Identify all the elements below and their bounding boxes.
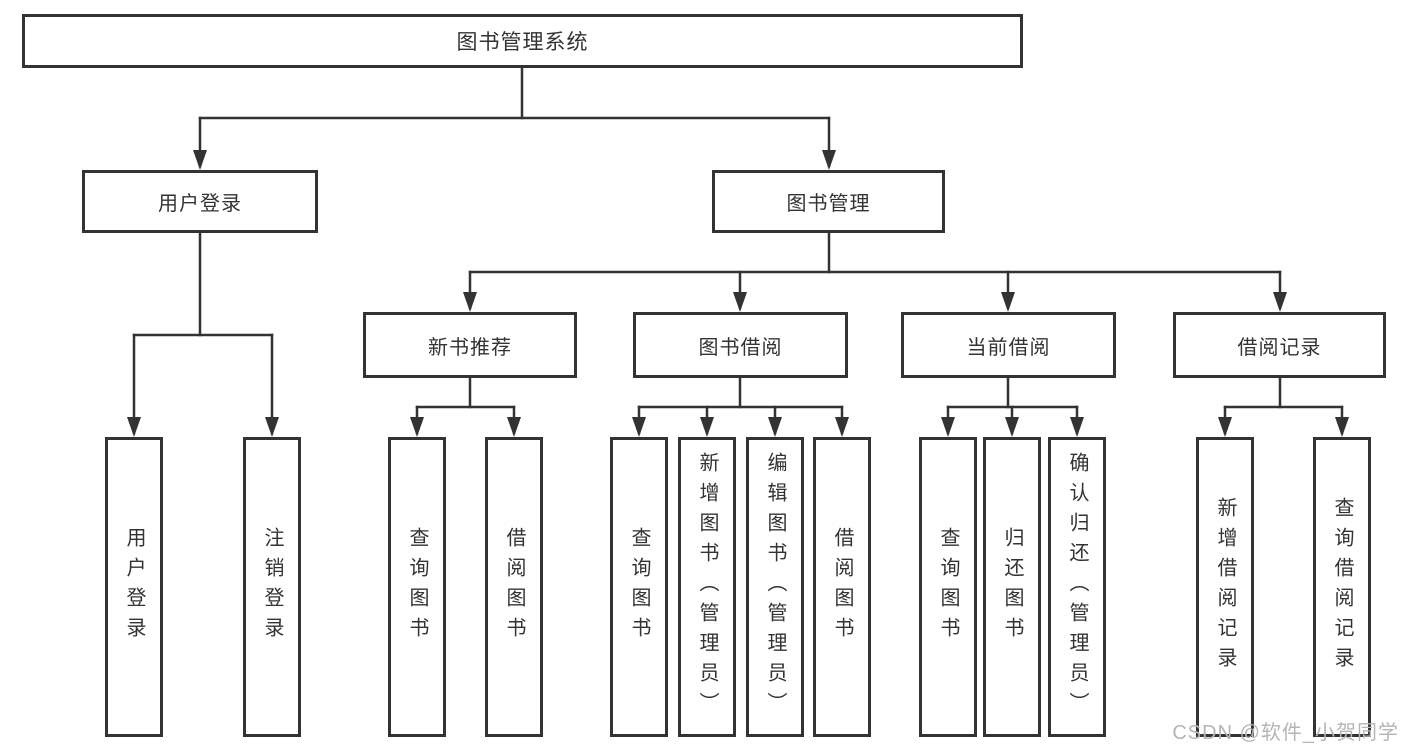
node-label: 用户登录 [158, 193, 242, 215]
node-book-borrow: 图书借阅 [633, 312, 848, 378]
node-leaf-nbr-borrow-book: 借阅图书 [485, 437, 543, 737]
node-label: 借阅图书 [503, 527, 525, 647]
node-leaf-bb-query-book: 查询图书 [610, 437, 668, 737]
node-leaf-bb-edit-book-admin: 编辑图书（管理员） [746, 437, 804, 737]
node-label: 图书借阅 [698, 336, 783, 359]
node-leaf-cb-query-book: 查询图书 [919, 437, 977, 737]
node-leaf-nbr-query-book: 查询图书 [388, 437, 446, 737]
node-label: 查询图书 [406, 527, 428, 647]
node-label: 借阅图书 [831, 527, 853, 647]
node-label: 编辑图书（管理员） [764, 452, 786, 722]
node-leaf-cb-confirm-return-admin: 确认归还（管理员） [1048, 437, 1106, 737]
node-label: 图书管理系统 [456, 31, 589, 54]
node-leaf-bb-add-book-admin: 新增图书（管理员） [678, 437, 736, 737]
node-label: 查询借阅记录 [1331, 497, 1353, 677]
node-borrow-records: 借阅记录 [1173, 312, 1386, 378]
node-label: 用户登录 [123, 527, 145, 647]
node-label: 新增借阅记录 [1214, 497, 1236, 677]
node-leaf-logout: 注销登录 [243, 437, 301, 737]
node-label: 新增图书（管理员） [696, 452, 718, 722]
node-label: 注销登录 [261, 527, 283, 647]
node-label: 查询图书 [937, 527, 959, 647]
node-library-management-system: 图书管理系统 [22, 14, 1023, 68]
node-current-borrow: 当前借阅 [901, 312, 1116, 378]
node-label: 归还图书 [1001, 527, 1023, 647]
node-leaf-cb-return-book: 归还图书 [983, 437, 1041, 737]
node-book-management: 图书管理 [712, 170, 945, 233]
node-label: 查询图书 [628, 527, 650, 647]
node-new-book-recommend: 新书推荐 [363, 312, 577, 378]
node-label: 确认归还（管理员） [1066, 452, 1088, 722]
node-leaf-br-add-record: 新增借阅记录 [1196, 437, 1254, 737]
node-user-login: 用户登录 [82, 170, 318, 233]
node-leaf-bb-borrow-book: 借阅图书 [813, 437, 871, 737]
node-label: 借阅记录 [1237, 336, 1322, 359]
node-label: 当前借阅 [966, 336, 1051, 359]
watermark: CSDN @软件_小贺同学 [1172, 722, 1399, 744]
node-label: 图书管理 [786, 193, 871, 215]
node-leaf-br-query-record: 查询借阅记录 [1313, 437, 1371, 737]
node-label: 新书推荐 [428, 336, 512, 359]
node-leaf-user-login: 用户登录 [105, 437, 163, 737]
